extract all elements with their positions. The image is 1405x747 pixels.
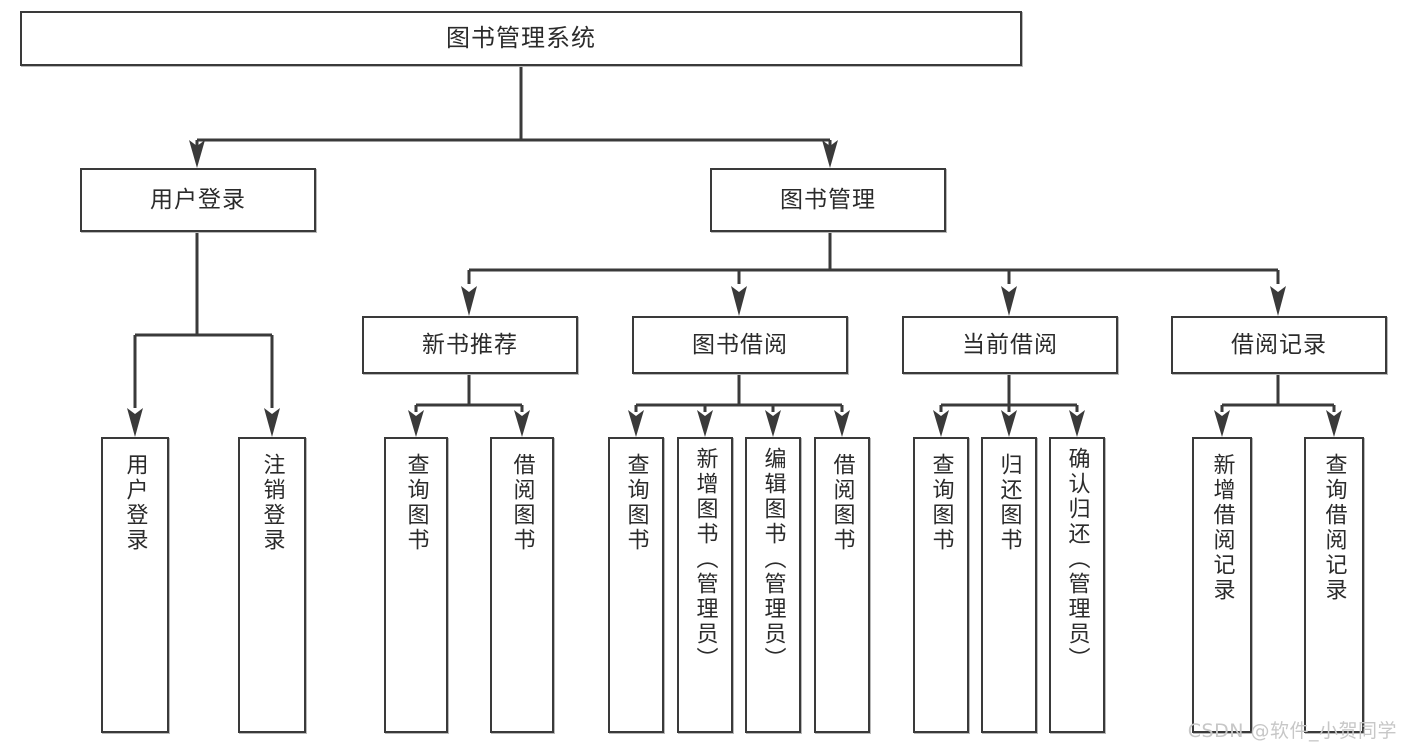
leaf-query-book-1[interactable]: 查询图书: [384, 437, 448, 733]
node-label: 注销登录: [259, 453, 285, 553]
node-user-login[interactable]: 用户登录: [80, 168, 316, 232]
node-label: 新增借阅记录: [1209, 453, 1235, 603]
node-label: 归还图书: [996, 453, 1022, 553]
leaf-add-book-admin[interactable]: 新增图书（管理员）: [677, 437, 733, 733]
node-root-book-management-system[interactable]: 图书管理系统: [20, 11, 1022, 66]
node-label: 图书管理系统: [446, 23, 596, 52]
node-book-borrow[interactable]: 图书借阅: [632, 316, 848, 374]
leaf-edit-book-admin[interactable]: 编辑图书（管理员）: [745, 437, 801, 733]
leaf-logout[interactable]: 注销登录: [238, 437, 306, 733]
node-label: 查询借阅记录: [1321, 453, 1347, 603]
node-label: 编辑图书（管理员）: [760, 447, 786, 672]
node-borrow-record[interactable]: 借阅记录: [1171, 316, 1387, 374]
leaf-add-borrow-record[interactable]: 新增借阅记录: [1192, 437, 1252, 733]
node-book-management[interactable]: 图书管理: [710, 168, 946, 232]
node-current-borrow[interactable]: 当前借阅: [902, 316, 1118, 374]
node-label: 图书管理: [780, 186, 876, 213]
leaf-borrow-book-2[interactable]: 借阅图书: [814, 437, 870, 733]
node-label: 查询图书: [403, 453, 429, 553]
leaf-query-borrow-record[interactable]: 查询借阅记录: [1304, 437, 1364, 733]
leaf-user-login[interactable]: 用户登录: [101, 437, 169, 733]
node-label: 借阅图书: [509, 453, 535, 553]
node-label: 确认归还（管理员）: [1064, 447, 1090, 672]
leaf-return-book[interactable]: 归还图书: [981, 437, 1037, 733]
node-label: 借阅图书: [829, 453, 855, 553]
leaf-query-book-3[interactable]: 查询图书: [913, 437, 969, 733]
csdn-watermark: CSDN @软件_小贺同学: [1187, 720, 1397, 742]
node-label: 用户登录: [150, 186, 246, 213]
leaf-confirm-return-admin[interactable]: 确认归还（管理员）: [1049, 437, 1105, 733]
node-label: 查询图书: [928, 453, 954, 553]
node-label: 用户登录: [122, 453, 148, 553]
node-label: 新增图书（管理员）: [692, 447, 718, 672]
node-label: 新书推荐: [422, 331, 518, 358]
node-new-book-recommend[interactable]: 新书推荐: [362, 316, 578, 374]
node-label: 查询图书: [623, 453, 649, 553]
node-label: 借阅记录: [1231, 331, 1327, 358]
leaf-borrow-book-1[interactable]: 借阅图书: [490, 437, 554, 733]
node-label: 当前借阅: [962, 331, 1058, 358]
leaf-query-book-2[interactable]: 查询图书: [608, 437, 664, 733]
node-label: 图书借阅: [692, 331, 788, 358]
